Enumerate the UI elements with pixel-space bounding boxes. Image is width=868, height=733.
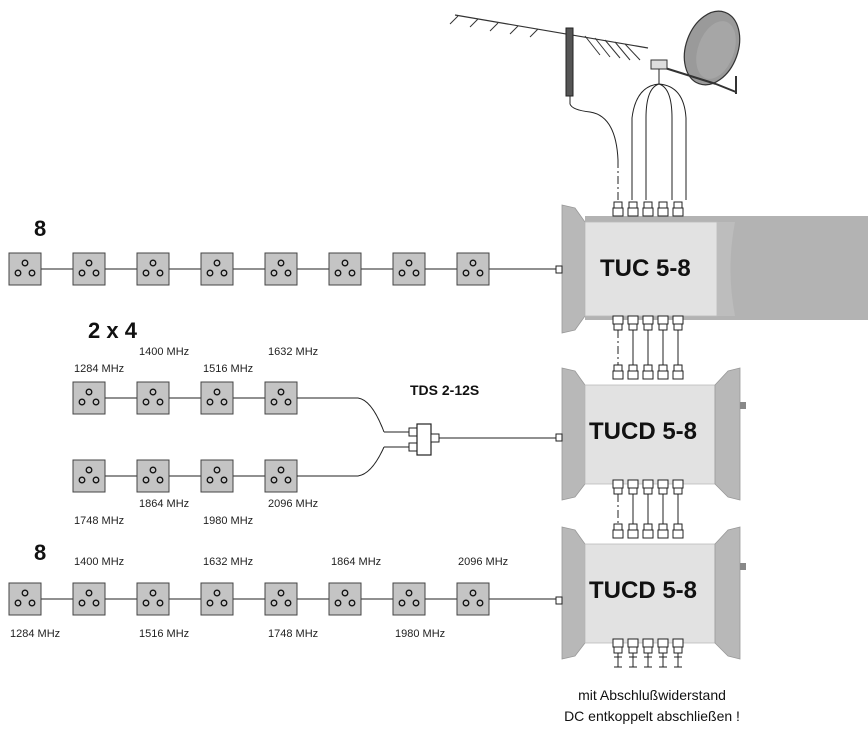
f-connector [612, 364, 624, 380]
f-connector [642, 523, 654, 539]
f-connector [672, 201, 684, 217]
freq-label: 1980 MHz [395, 628, 446, 640]
f-connector [627, 523, 639, 539]
socket-icon [392, 252, 426, 286]
tucd-title-1: TUCD 5-8 [589, 418, 698, 445]
socket-icon [72, 252, 106, 286]
f-connector [672, 479, 684, 495]
socket-icon [72, 381, 106, 415]
group-label-bottom: 8 [34, 540, 47, 565]
freq-label: 1516 MHz [139, 628, 190, 640]
lnb-cables [631, 83, 687, 200]
socket-icon [392, 582, 426, 616]
f-connector [627, 315, 639, 331]
terminator-icon [658, 652, 668, 668]
socket-icon [264, 381, 298, 415]
socket-icon [136, 252, 170, 286]
tuc-unit [555, 204, 868, 334]
f-connector [612, 315, 624, 331]
socket-icon [136, 582, 170, 616]
f-connector [642, 201, 654, 217]
f-connector [642, 364, 654, 380]
socket-icon [200, 582, 234, 616]
socket-icon [72, 459, 106, 493]
socket-icon [200, 459, 234, 493]
note-line-2: DC entkoppelt abschließen ! [564, 708, 740, 724]
note-line-1: mit Abschlußwiderstand [578, 687, 726, 703]
socket-icon [264, 252, 298, 286]
f-connector [672, 523, 684, 539]
terminator-icon [628, 652, 638, 668]
splitter-tds [297, 397, 556, 477]
f-connector [657, 523, 669, 539]
f-connector [672, 364, 684, 380]
f-connector [627, 201, 639, 217]
freq-label: 1864 MHz [139, 498, 190, 510]
f-connector [627, 638, 639, 654]
f-connector [612, 638, 624, 654]
f-connector [657, 638, 669, 654]
freq-label: 1864 MHz [331, 556, 382, 568]
freq-label: 1284 MHz [10, 628, 61, 640]
terrestrial-antenna-icon [449, 14, 649, 200]
f-connector [657, 201, 669, 217]
group-label-middle: 2 x 4 [88, 318, 137, 343]
f-connector [657, 315, 669, 331]
socket-icon [456, 582, 490, 616]
f-connector [612, 479, 624, 495]
socket-icon [8, 582, 42, 616]
f-connector [627, 364, 639, 380]
socket-icon [264, 459, 298, 493]
terminator-icon [673, 652, 683, 668]
socket-icon [328, 252, 362, 286]
socket-chains [8, 252, 556, 616]
f-connector [672, 315, 684, 331]
f-connector [657, 479, 669, 495]
socket-icon [456, 252, 490, 286]
terminator-icon [613, 652, 623, 668]
f-connector [657, 364, 669, 380]
f-connector [642, 315, 654, 331]
freq-label: 1400 MHz [74, 556, 125, 568]
trunk-cables [617, 330, 679, 524]
socket-icon [8, 252, 42, 286]
f-connector [612, 523, 624, 539]
socket-icon [328, 582, 362, 616]
freq-label: 1516 MHz [203, 363, 254, 375]
satellite-dish-icon [650, 10, 741, 94]
freq-label: 1980 MHz [203, 515, 254, 527]
f-connector [627, 479, 639, 495]
f-connector [612, 201, 624, 217]
freq-label: 1284 MHz [74, 363, 125, 375]
freq-label: 1632 MHz [203, 556, 254, 568]
socket-icon [264, 582, 298, 616]
splitter-label: TDS 2-12S [410, 382, 480, 398]
socket-icon [200, 252, 234, 286]
freq-label: 1748 MHz [268, 628, 319, 640]
terminator-icon [643, 652, 653, 668]
tucd-title-2: TUCD 5-8 [589, 577, 698, 604]
group-label-top: 8 [34, 216, 47, 241]
freq-label: 1748 MHz [74, 515, 125, 527]
f-connector [672, 638, 684, 654]
socket-icon [136, 381, 170, 415]
freq-label: 2096 MHz [268, 498, 319, 510]
socket-icon [136, 459, 170, 493]
tucd-unit-2 [555, 526, 746, 660]
tuc-title: TUC 5-8 [600, 255, 691, 282]
freq-label: 1400 MHz [139, 346, 190, 358]
socket-icon [200, 381, 234, 415]
freq-label: 2096 MHz [458, 556, 509, 568]
f-connector [642, 638, 654, 654]
tucd-unit-1 [555, 367, 746, 501]
socket-icon [72, 582, 106, 616]
freq-label: 1632 MHz [268, 346, 319, 358]
f-connector [642, 479, 654, 495]
